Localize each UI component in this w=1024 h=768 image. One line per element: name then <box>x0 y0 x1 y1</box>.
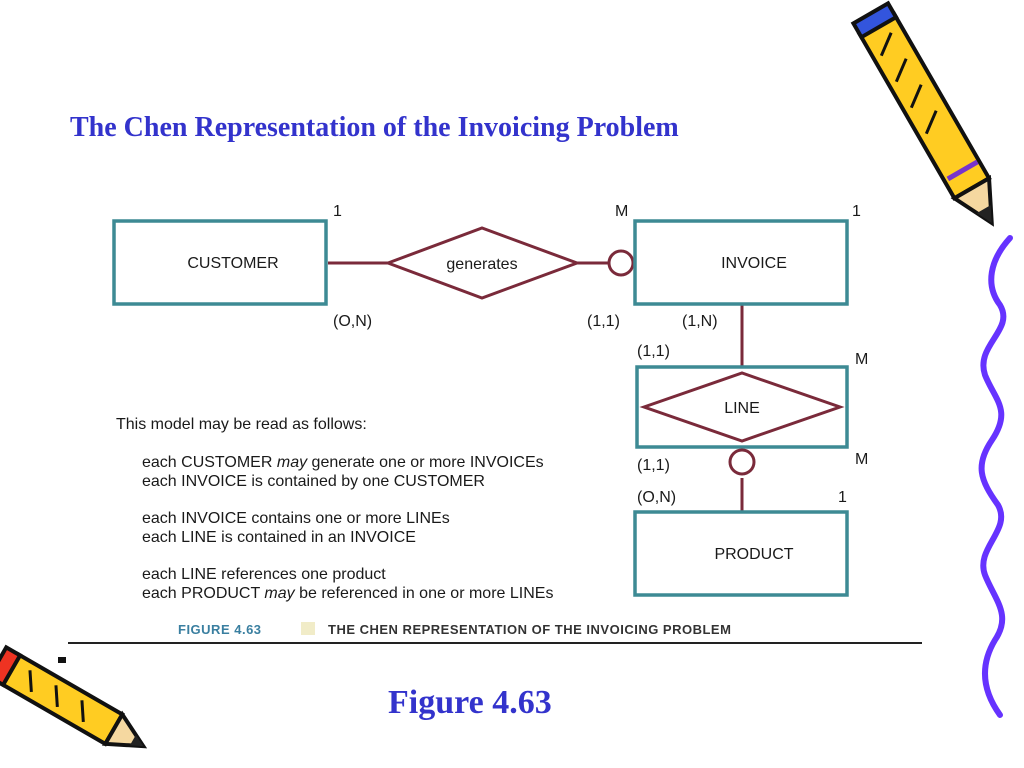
entity-product-label: PRODUCT <box>714 546 793 563</box>
cardinality-line-11-top: (1,1) <box>637 343 670 360</box>
cardinality-invoice-1n: (1,N) <box>682 313 718 330</box>
caption-number: FIGURE 4.63 <box>178 622 262 637</box>
caption-text: THE CHEN REPRESENTATION OF THE INVOICING… <box>328 622 731 637</box>
entity-customer-label: CUSTOMER <box>187 255 278 272</box>
cardinality-line-m-top: M <box>855 351 868 368</box>
pencil-icon <box>0 644 148 749</box>
entity-customer <box>112 219 328 306</box>
reading-line-3: each INVOICE contains one or more LINEs <box>142 510 450 527</box>
cardinality-line-11-bottom: (1,1) <box>637 457 670 474</box>
reading-line-2: each INVOICE is contained by one CUSTOME… <box>142 473 485 490</box>
squiggle-line <box>978 235 1013 718</box>
reading-line-4: each LINE is contained in an INVOICE <box>142 529 416 546</box>
pencil-icon <box>850 0 994 227</box>
figure-label: Figure 4.63 <box>388 684 552 721</box>
cardinality-customer-one: 1 <box>333 203 342 220</box>
cardinality-line-m-bottom: M <box>855 451 868 468</box>
optionality-circle-line <box>728 448 756 476</box>
entity-product <box>633 510 849 597</box>
cardinality-invoice-m: M <box>615 203 628 220</box>
cardinality-invoice-11-left: (1,1) <box>587 313 620 330</box>
reading-line-6: each PRODUCT may be referenced in one or… <box>142 585 553 602</box>
small-mark <box>58 657 66 663</box>
relationship-generates-label: generates <box>446 256 517 273</box>
entity-invoice-label: INVOICE <box>721 255 787 272</box>
entity-line-label: LINE <box>724 400 760 417</box>
entity-line-diamond <box>639 371 845 443</box>
cardinality-invoice-one: 1 <box>852 203 861 220</box>
cardinality-product-on: (O,N) <box>637 489 676 506</box>
caption-marker <box>301 622 315 635</box>
reading-line-1: each CUSTOMER may generate one or more I… <box>142 454 544 471</box>
slide-title: The Chen Representation of the Invoicing… <box>70 112 679 143</box>
relationship-generates <box>383 226 582 300</box>
cardinality-product-one: 1 <box>838 489 847 506</box>
optionality-circle-invoice <box>607 249 635 277</box>
cardinality-customer-on: (O,N) <box>333 313 372 330</box>
reading-line-5: each LINE references one product <box>142 566 386 583</box>
entity-invoice <box>633 219 849 306</box>
reading-intro: This model may be read as follows: <box>116 416 367 433</box>
